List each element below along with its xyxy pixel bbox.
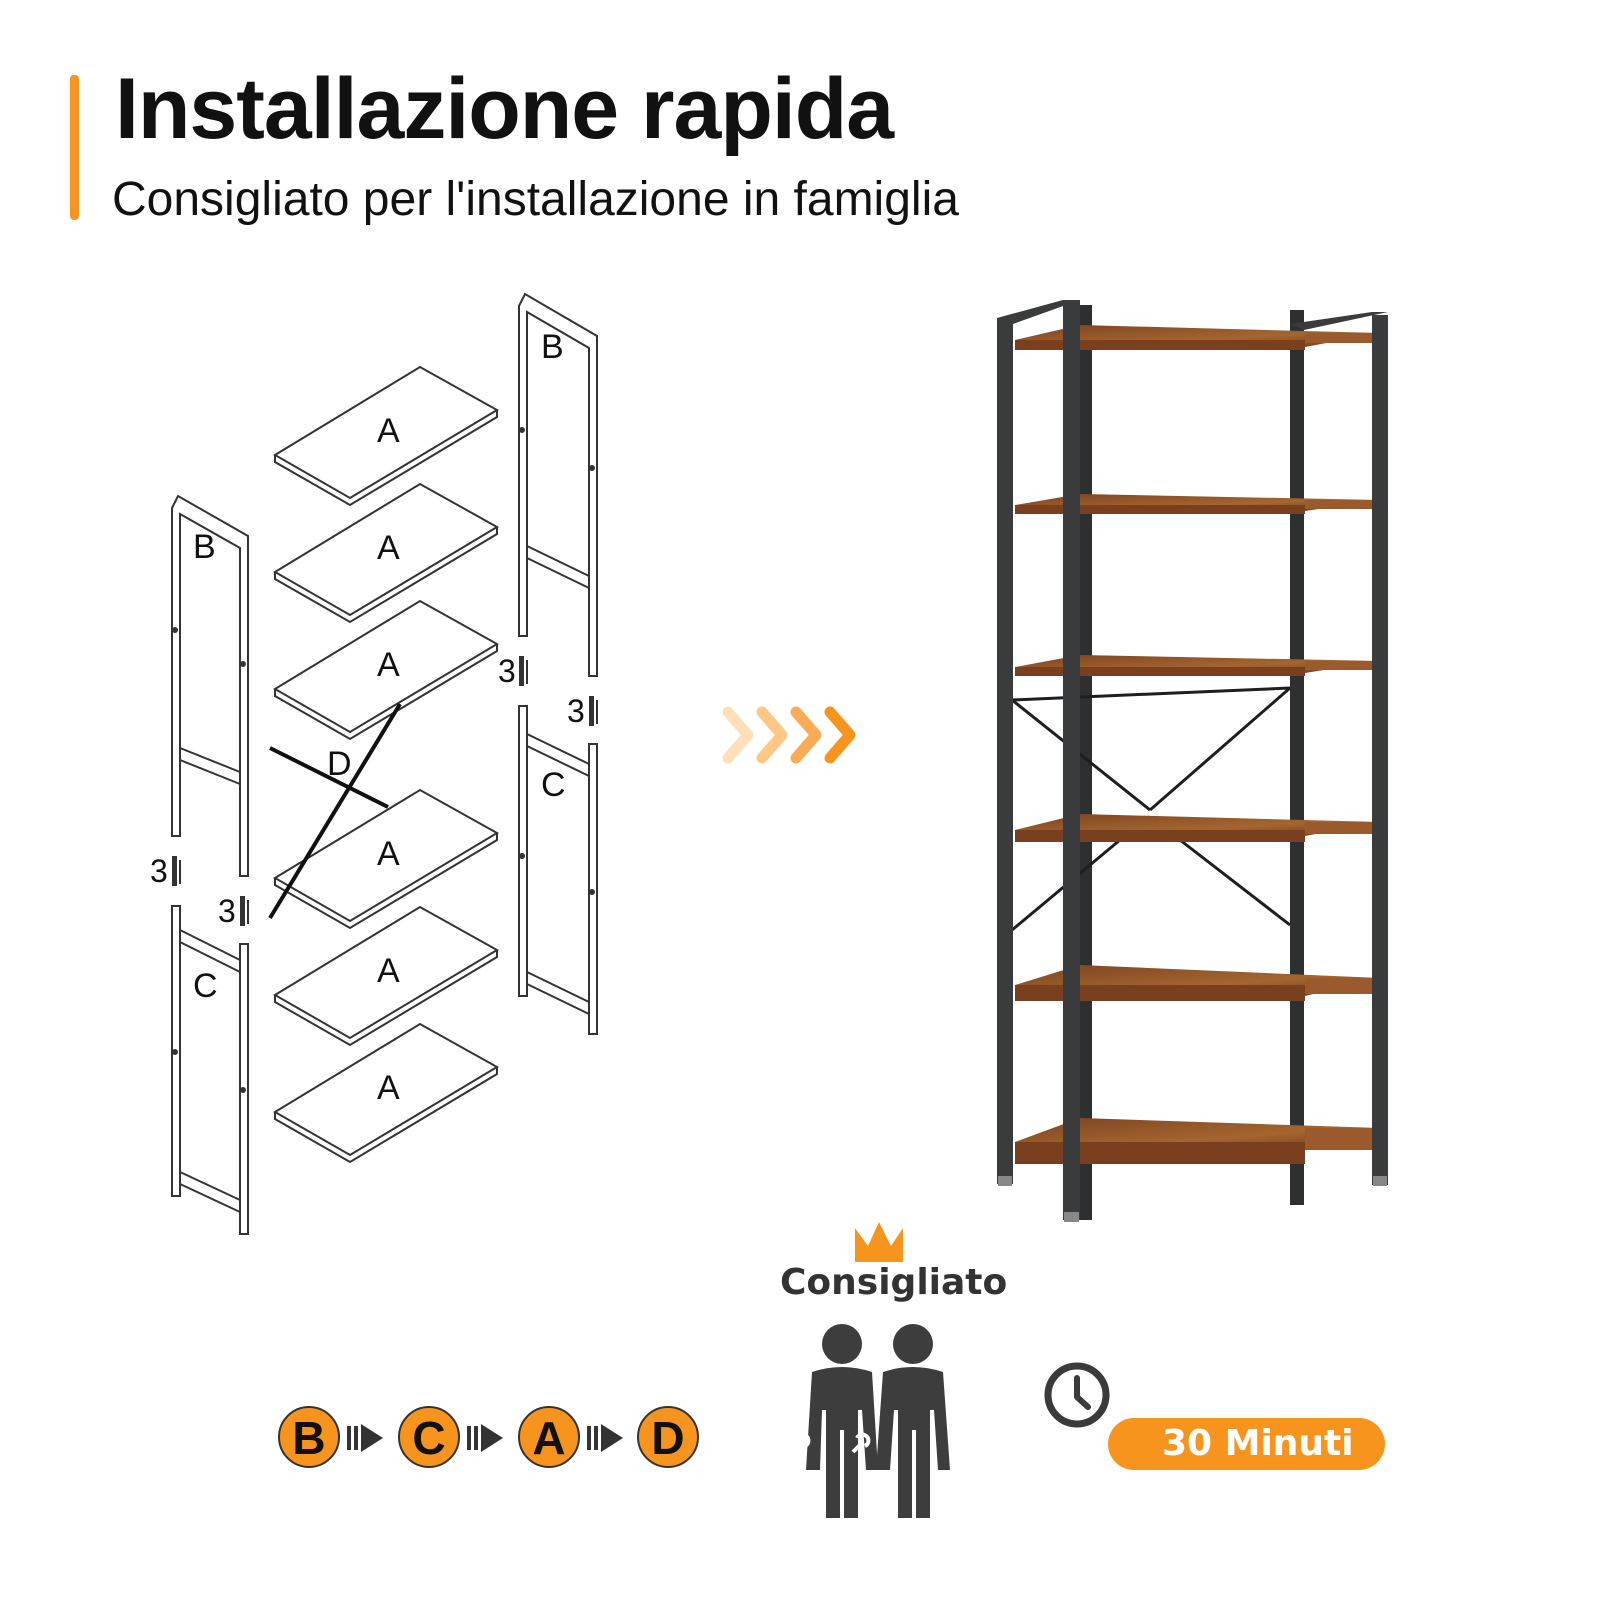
step-arrow-icon [467,1424,503,1452]
shelf-label: A [377,412,400,450]
frame-label: C [541,766,566,804]
shelf-label: A [377,529,400,567]
shelf [1015,965,1380,1001]
svg-text:3: 3 [498,653,516,689]
screw-callout: 3 [498,653,528,689]
shelf-label: A [377,646,400,684]
right-top-frame: B [518,292,598,677]
shelf-panel: A [273,1022,499,1164]
frame-label: B [193,528,216,566]
shelf [1015,494,1380,514]
screw-callout: 3 [567,693,598,729]
right-bottom-frame: C [518,705,598,1035]
shelf-panel: A [273,905,499,1047]
crown-icon [855,1222,903,1262]
shelf-label: A [377,835,400,873]
two-workers-icon [791,1324,950,1518]
shelf-panel: A [273,788,499,930]
page-subtitle: Consigliato per l'installazione in famig… [112,173,959,226]
frame-label: B [541,328,564,366]
step-a: A [518,1406,580,1468]
page-title: Installazione rapida [115,61,894,157]
time-label: 30 Minuti [1162,1423,1354,1464]
shelf [1015,814,1380,842]
step-arrow-icon [347,1424,383,1452]
svg-text:3: 3 [218,893,236,929]
svg-text:3: 3 [567,693,585,729]
step-arrow-icon [587,1424,623,1452]
step-c: C [398,1406,460,1468]
chevron-arrows-icon [722,706,856,764]
svg-text:3: 3 [150,853,168,889]
clock-icon [1044,1362,1110,1428]
screw-callout: 3 [150,853,181,889]
shelf [1015,1118,1380,1164]
shelf-panel: A [273,599,499,741]
shelf-label: A [377,952,400,990]
step-b: B [278,1406,340,1468]
shelf-panel: A [273,482,499,624]
left-bottom-frame: C [171,905,249,1235]
recommended-label: Consigliato [780,1262,1008,1303]
shelf-label: A [377,1069,400,1107]
step-d: D [637,1406,699,1468]
time-badge [1108,1418,1385,1470]
shelf [1015,325,1380,350]
shelf-panel: A [273,365,499,507]
brace-label: D [327,745,352,783]
left-top-frame: B [171,494,249,877]
assembled-bookshelf [997,300,1388,1222]
shelf [1015,655,1380,676]
title-accent-bar [70,75,79,220]
frame-label: C [193,967,218,1005]
cross-brace: D [268,702,402,920]
screw-callout: 3 [218,893,249,929]
exploded-parts: A A A A A A D [150,292,598,1235]
